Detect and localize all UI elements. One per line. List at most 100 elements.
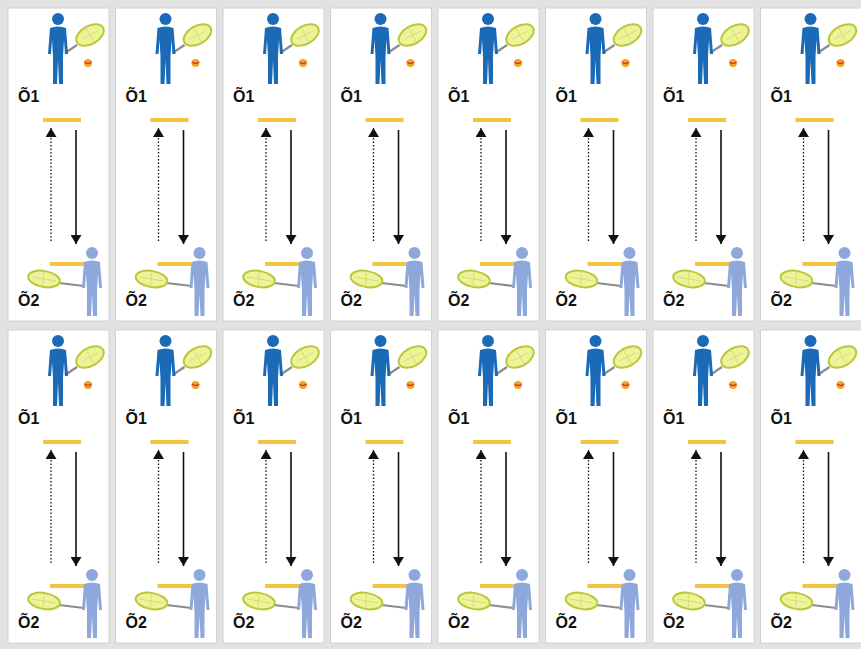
player-node: Õ2 [659,244,749,318]
baseline-bar [581,118,622,266]
player-node: Õ2 [444,244,534,318]
court-panel [761,330,861,643]
player-label: Õ2 [233,292,254,310]
return-arrow [480,450,481,563]
player-label: Õ2 [341,614,362,632]
panel-ground [438,330,539,643]
player-node: Õ1 [659,10,743,126]
return-arrow [158,450,159,563]
baseline-bar [796,440,837,588]
serve-arrow [505,452,507,566]
player-label: Õ2 [18,292,39,310]
court-panel [116,330,217,643]
panel-ground [761,330,861,643]
player-figure [586,335,645,406]
player-node: Õ1 [552,332,636,448]
player-label: Õ2 [663,614,684,632]
return-arrow [265,450,266,563]
player-node: Õ1 [229,10,313,126]
player-node: Õ2 [229,244,319,318]
serve-arrow [75,452,77,566]
return-arrow [50,128,51,241]
player-node: Õ2 [659,566,749,640]
player-label: Õ2 [448,292,469,310]
player-figure [156,13,215,84]
player-label: Õ2 [556,614,577,632]
panel-ground [331,330,432,643]
baseline-bar [366,440,407,588]
serve-arrow [398,452,400,566]
panel-ground [8,330,109,643]
player-node: Õ1 [767,332,851,448]
player-node: Õ2 [552,566,642,640]
return-arrow [695,450,696,563]
player-label: Õ1 [18,88,39,106]
court-panel [546,330,647,643]
player-label: Õ1 [663,88,684,106]
player-figure [371,13,430,84]
court-panel [116,8,217,321]
panel-ground [116,330,217,643]
player-figure [801,13,860,84]
player-label: Õ1 [556,88,577,106]
player-label: Õ1 [556,410,577,428]
panel-ground [546,330,647,643]
player-label: Õ2 [556,292,577,310]
player-node: Õ1 [337,10,421,126]
player-label: Õ1 [126,410,147,428]
court-panel [438,330,539,643]
player-label: Õ2 [771,614,792,632]
panel-ground [331,8,432,321]
court-panel [546,8,647,321]
serve-arrow [828,452,830,566]
panel-ground [546,8,647,321]
player-node: Õ2 [552,244,642,318]
player-node: Õ1 [14,332,98,448]
return-arrow [265,128,266,241]
baseline-bar [258,440,299,588]
player-label: Õ1 [663,410,684,428]
player-node: Õ1 [444,10,528,126]
player-node: Õ2 [337,566,427,640]
panel-ground [653,330,754,643]
player-node: Õ1 [229,332,313,448]
player-label: Õ2 [126,614,147,632]
baseline-bar [688,440,729,588]
player-label: Õ1 [233,88,254,106]
player-figure [371,335,430,406]
player-figure [263,335,322,406]
player-label: Õ1 [233,410,254,428]
return-arrow [588,128,589,241]
player-label: Õ2 [341,292,362,310]
player-label: Õ1 [771,410,792,428]
serve-arrow [613,130,615,244]
player-label: Õ2 [18,614,39,632]
return-arrow [480,128,481,241]
court-panel [223,330,324,643]
player-node: Õ1 [767,10,851,126]
player-figure [693,13,752,84]
player-label: Õ1 [448,88,469,106]
court-panel [8,8,109,321]
player-node: Õ1 [659,332,743,448]
return-arrow [803,450,804,563]
player-figure [693,335,752,406]
baseline-bar [366,118,407,266]
player-node: Õ1 [444,332,528,448]
panel-ground [438,8,539,321]
return-arrow [158,128,159,241]
return-arrow [50,450,51,563]
serve-arrow [290,130,292,244]
baseline-bar [796,118,837,266]
player-node: Õ2 [122,566,212,640]
baseline-bar [43,440,84,588]
player-node: Õ1 [337,332,421,448]
serve-arrow [75,130,77,244]
player-node: Õ1 [14,10,98,126]
baseline-bar [473,118,514,266]
return-arrow [373,450,374,563]
player-figure [263,13,322,84]
player-node: Õ2 [14,566,104,640]
player-figure [801,335,860,406]
